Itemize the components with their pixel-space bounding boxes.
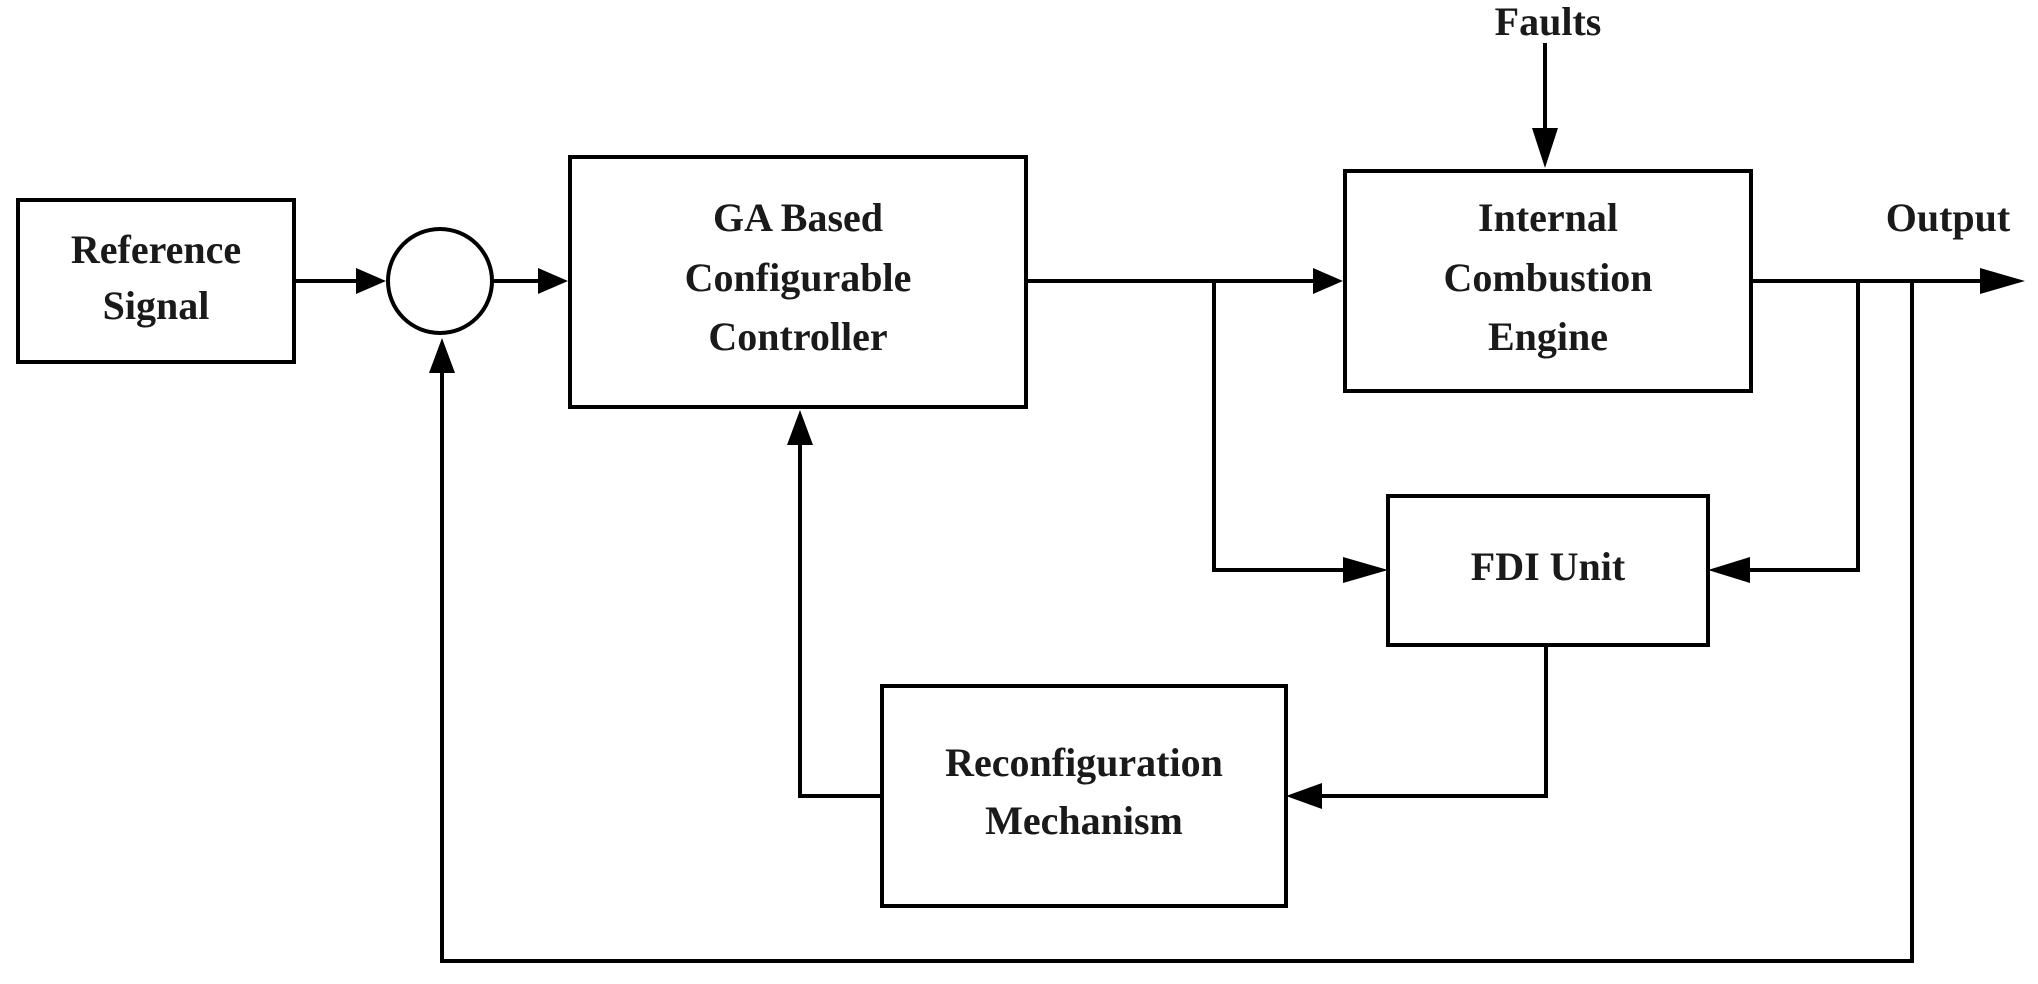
reconfiguration-block: Reconfiguration Mechanism <box>880 684 1288 908</box>
fdi-unit-block: FDI Unit <box>1386 494 1710 647</box>
wire-feedback <box>440 279 1914 963</box>
output-label: Output <box>1886 195 2011 240</box>
faults-label: Faults <box>1495 0 1602 44</box>
arrowhead-into-engine <box>1313 268 1343 294</box>
arrowhead-into-engine-top <box>1532 128 1558 168</box>
controller-block: GA Based Configurable Controller <box>568 155 1028 409</box>
engine-label-1: Internal <box>1478 195 1618 240</box>
arrowhead-into-fdi-right <box>1708 557 1750 583</box>
controller-label-2: Configurable <box>685 255 912 300</box>
engine-label-2: Combustion <box>1444 255 1653 300</box>
reference-signal-block: Reference Signal <box>16 198 296 364</box>
wire-reconfig-to-controller <box>798 438 884 798</box>
arrowhead-into-sum-bottom <box>429 338 455 373</box>
wire-fdi-to-reconfig <box>1316 643 1548 798</box>
fdi-unit-label: FDI Unit <box>1471 544 1626 589</box>
arrowhead-into-sum <box>356 268 386 294</box>
wire-output-to-fdi <box>1746 279 1860 572</box>
reconfiguration-label-1: Reconfiguration <box>945 740 1223 785</box>
arrowhead-output <box>1980 268 2025 294</box>
summing-junction <box>386 227 494 335</box>
reference-signal-label-2: Signal <box>103 283 210 328</box>
engine-block: Internal Combustion Engine <box>1343 169 1753 393</box>
engine-label-3: Engine <box>1488 314 1608 359</box>
reference-signal-label-1: Reference <box>71 227 241 272</box>
controller-label-1: GA Based <box>713 195 883 240</box>
arrowhead-into-controller <box>538 268 568 294</box>
arrowhead-into-controller-bottom <box>787 410 813 445</box>
arrowhead-into-fdi-left <box>1343 557 1388 583</box>
reconfiguration-label-2: Mechanism <box>985 798 1183 843</box>
wire-tap-to-fdi <box>1212 279 1347 572</box>
arrowhead-into-reconfig <box>1286 783 1322 809</box>
controller-label-3: Controller <box>708 314 887 359</box>
